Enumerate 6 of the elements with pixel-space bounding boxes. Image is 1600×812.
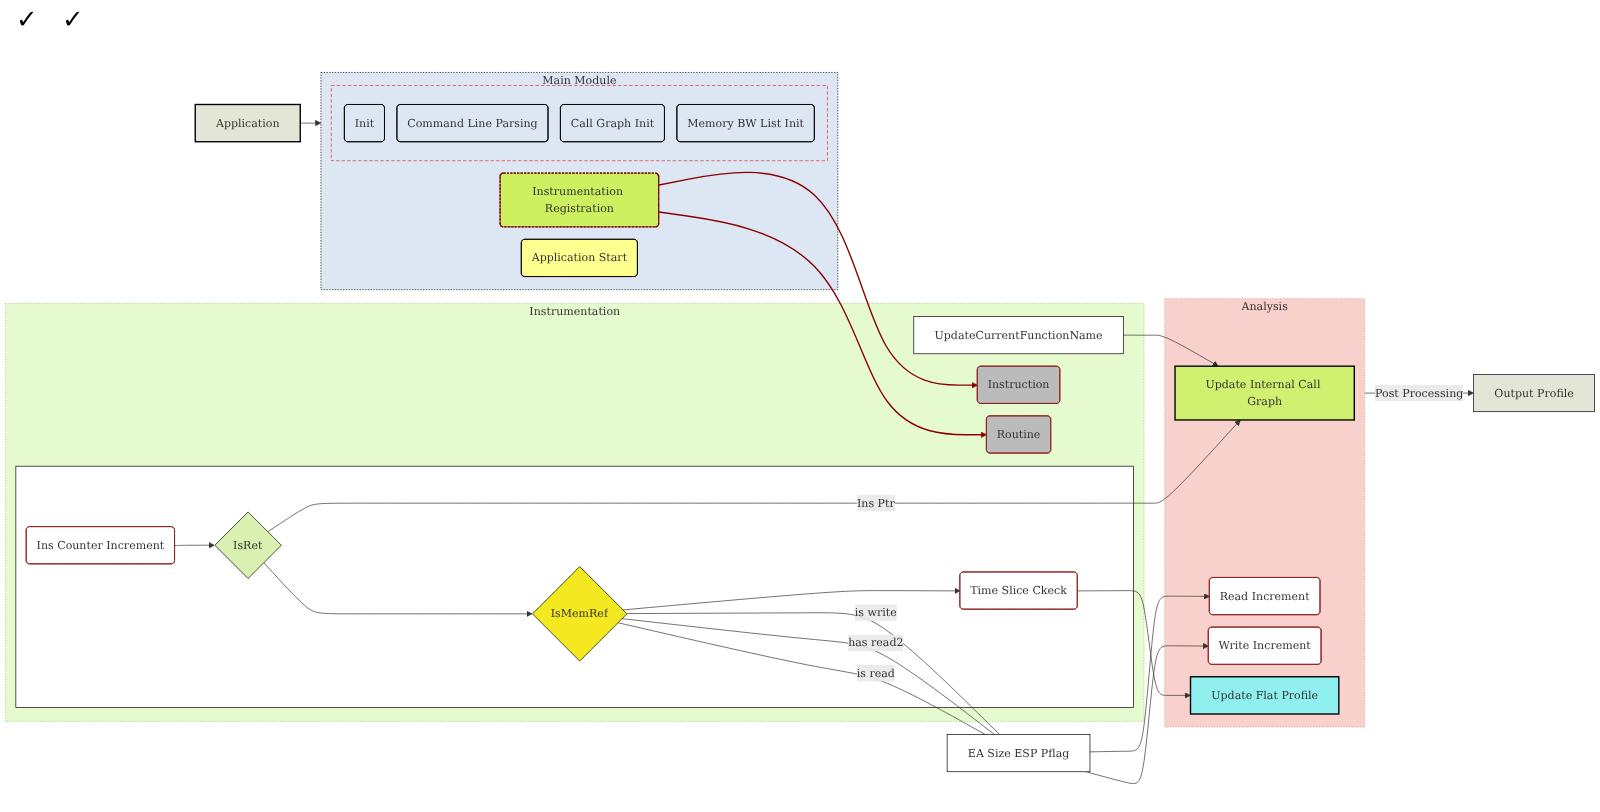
check-mark: ✓ [62, 4, 84, 40]
arrow [658, 171, 978, 389]
arrow [658, 211, 987, 438]
check-mark: ✓ [16, 4, 38, 40]
cluster [15, 465, 1134, 708]
cluster [330, 85, 828, 162]
